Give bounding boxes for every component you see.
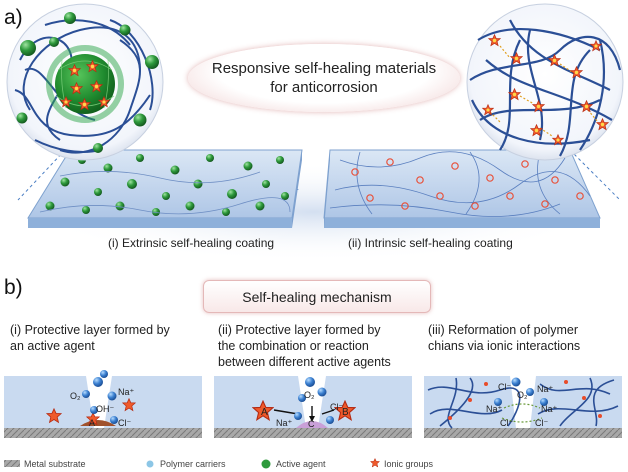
- mechanism-panel-2: O₂ A B C Na⁺ Cl⁻: [214, 376, 412, 438]
- intrinsic-coating-slab: [323, 149, 601, 228]
- mechanism-title: Self-healing mechanism: [203, 280, 431, 313]
- column-2-line-2: the combination or reaction: [218, 339, 369, 353]
- small-capsules: [16, 12, 159, 153]
- p2-cl: Cl⁻: [330, 402, 343, 412]
- p2-b: B: [342, 407, 349, 418]
- p3-cl-left: Cl⁻: [500, 418, 513, 428]
- extrinsic-zoom-circle: [6, 3, 164, 161]
- title-pill: Responsive self-healing materials for an…: [188, 44, 460, 112]
- p3-cl-top: Cl⁻: [498, 382, 511, 392]
- embedded-capsules: [45, 154, 289, 216]
- p1-na: Na⁺: [118, 387, 135, 397]
- mechanism-panel-1: O₂ Na⁺ OH⁻ A Cl⁻: [4, 370, 202, 438]
- column-1-line-2: an active agent: [10, 339, 95, 353]
- legend-agent-swatch: [261, 459, 271, 469]
- p1-cl: Cl⁻: [118, 418, 131, 428]
- legend-agent: Active agent: [276, 459, 326, 469]
- extrinsic-coating-slab: [27, 149, 303, 228]
- p3-na-left: Na⁺: [486, 404, 503, 414]
- metal-substrate: [4, 428, 202, 438]
- column-2-line-1: (ii) Protective layer formed by: [218, 323, 381, 337]
- p3-na-top: Na⁺: [537, 384, 554, 394]
- p2-na: Na⁺: [276, 418, 293, 428]
- ionic-groups: [351, 158, 584, 210]
- column-1-line-1: (i) Protective layer formed by: [10, 323, 170, 337]
- p2-o2: O₂: [304, 390, 315, 400]
- legend-metal-swatch: [4, 460, 20, 467]
- ionic-bonds: [489, 45, 599, 137]
- column-3-line-2: chians via ionic interactions: [428, 339, 581, 353]
- part-b-label: b): [4, 276, 23, 299]
- p1-oh: OH⁻: [96, 404, 115, 414]
- p1-o2: O₂: [70, 391, 81, 401]
- legend-polymer: Polymer carriers: [160, 459, 226, 469]
- p3-na-right: Na⁺: [541, 404, 558, 414]
- column-2-text: (ii) Protective layer formed by the comb…: [218, 322, 391, 370]
- p2-a: A: [261, 407, 268, 418]
- legend-ionic-swatch: [370, 458, 380, 468]
- part-a-scene: [6, 3, 624, 260]
- column-3-text: (iii) Reformation of polymer chians via …: [428, 322, 580, 354]
- p3-cl-right: Cl⁻: [535, 418, 548, 428]
- mechanism-panels: O₂ Na⁺ OH⁻ A Cl⁻ O₂ A B C Na⁺ Cl⁻: [4, 370, 622, 469]
- legend-ionic: Ionic groups: [384, 459, 434, 469]
- mechanism-panel-3: Cl⁻ O₂ Na⁺ Na⁺ Na⁺ Cl⁻ Cl⁻: [424, 376, 622, 438]
- legend-metal: Metal substrate: [24, 459, 86, 469]
- part-a-label: a): [4, 6, 23, 29]
- column-3-line-1: (iii) Reformation of polymer: [428, 323, 579, 337]
- title-line-1: Responsive self-healing materials: [211, 60, 437, 77]
- column-2-line-3: between different active agents: [218, 355, 391, 369]
- p3-o2: O₂: [517, 390, 528, 400]
- title-line-2: for anticorrosion: [270, 79, 378, 96]
- legend: Metal substrate Polymer carriers Active …: [4, 458, 434, 469]
- caption-intrinsic: (ii) Intrinsic self-healing coating: [348, 236, 513, 250]
- polymer-chains: [14, 19, 154, 154]
- legend-polymer-swatch: [146, 460, 154, 468]
- p1-a: A: [89, 418, 95, 428]
- column-1-text: (i) Protective layer formed by an active…: [10, 322, 170, 354]
- p2-c: C: [308, 419, 315, 429]
- intrinsic-zoom-circle: [466, 3, 624, 161]
- caption-extrinsic: (i) Extrinsic self-healing coating: [108, 236, 275, 250]
